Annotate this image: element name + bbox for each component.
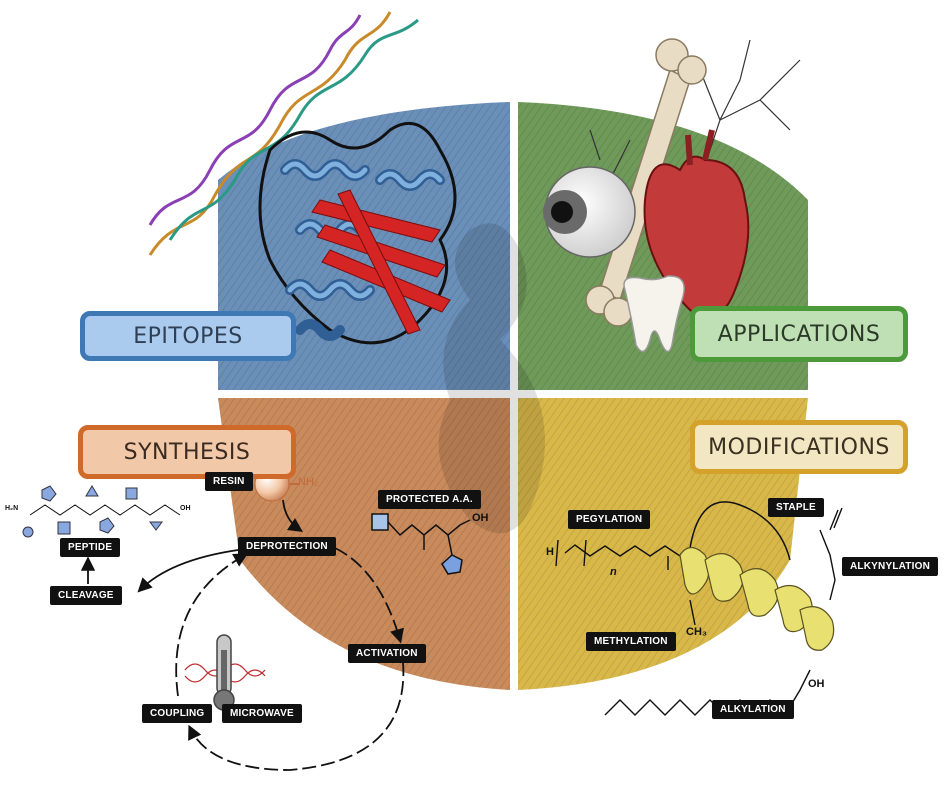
tooth-icon — [623, 275, 685, 353]
microwave-label: MICROWAVE — [222, 704, 302, 723]
peptide-oh: OH — [180, 505, 191, 512]
coupling-label: COUPLING — [142, 704, 213, 723]
eye-icon — [543, 166, 636, 258]
staple-label: STAPLE — [768, 498, 824, 517]
ch3-label: CH₃ — [686, 626, 707, 638]
resin-label: RESIN — [205, 472, 253, 491]
applications-illustration — [543, 38, 801, 353]
alkylation-oh: OH — [808, 678, 825, 690]
nh2-label: NH₂ — [298, 476, 319, 488]
body-silhouette — [438, 223, 545, 534]
peptide-chain — [22, 485, 181, 538]
modifications-title: MODIFICATIONS — [690, 420, 908, 474]
protein-structure — [258, 121, 457, 345]
peptide-label: PEPTIDE — [60, 538, 121, 557]
methylation-label: METHYLATION — [586, 632, 676, 651]
epitopes-title: EPITOPES — [80, 311, 296, 361]
peg-n-label: n — [610, 566, 617, 578]
pegylation-label: PEGYLATION — [568, 510, 651, 529]
deprotection-label: DEPROTECTION — [238, 537, 336, 556]
peg-chain — [555, 539, 681, 570]
protected-aa-label: PROTECTED A.A. — [378, 490, 481, 509]
applications-title: APPLICATIONS — [690, 306, 908, 362]
thermometer-icon — [184, 634, 266, 711]
protected-aa-structure — [371, 513, 471, 575]
synthesis-title: SYNTHESIS — [78, 425, 296, 479]
alkylation-label: ALKYLATION — [712, 700, 794, 719]
synthesis-cycle-arrows — [80, 499, 405, 771]
stapled-helix — [679, 501, 843, 651]
peptide-h2n: H₂N — [5, 505, 19, 512]
protected-aa-oh: OH — [472, 512, 489, 524]
activation-label: ACTIVATION — [348, 644, 426, 663]
alkynylation-label: ALKYNYLATION — [842, 557, 938, 576]
cleavage-label: CLEAVAGE — [50, 586, 122, 605]
peg-h-label: H — [546, 546, 554, 558]
epitope-strands — [148, 11, 419, 256]
